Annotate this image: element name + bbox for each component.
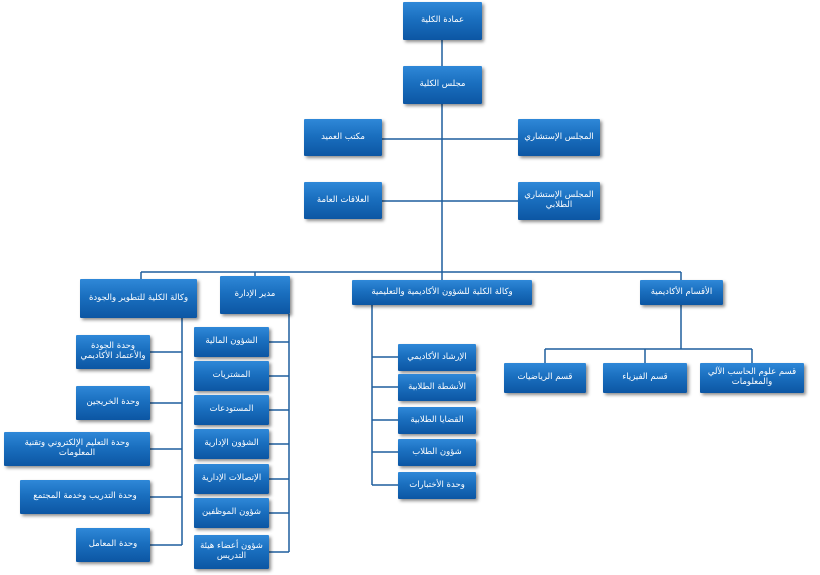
warehouses-unit-box[interactable]: المستودعات bbox=[194, 395, 269, 425]
training-unit-box[interactable]: وحدة التدريب وخدمة المجتمع bbox=[20, 480, 150, 514]
admin-communications-unit-label: الإتصالات الإدارية bbox=[201, 473, 262, 484]
mathematics-dept-box[interactable]: قسم الرياضيات bbox=[504, 363, 586, 393]
labs-unit-label: وحدة المعامل bbox=[88, 539, 138, 550]
student-affairs-unit-box[interactable]: شؤون الطلاب bbox=[398, 439, 476, 466]
mathematics-dept-label: قسم الرياضيات bbox=[517, 372, 573, 383]
computer-science-dept-label: قسم علوم الحاسب الآلي والمعلومات bbox=[707, 367, 797, 387]
graduates-unit-box[interactable]: وحدة الخريجين bbox=[76, 386, 150, 420]
student-affairs-unit-label: شؤون الطلاب bbox=[412, 446, 462, 457]
computer-science-dept-box[interactable]: قسم علوم الحاسب الآلي والمعلومات bbox=[700, 363, 804, 393]
administration-title: مدير الإدارة bbox=[234, 289, 276, 300]
student-issues-unit-label: القضايا الطلابية bbox=[410, 414, 464, 425]
development-quality-title: وكالة الكلية للتطوير والجودة bbox=[88, 292, 189, 303]
quality-unit-box[interactable]: وحدة الجودة والأعتماد الأكاديمي bbox=[76, 335, 150, 369]
academic-departments-title: الأقسام الأكاديمية bbox=[650, 286, 713, 297]
faculty-affairs-unit-box[interactable]: شؤون أعضاء هيئة التدريس bbox=[194, 535, 269, 569]
student-advisory-council-box[interactable]: المجلس الإستشاري الطلابي bbox=[518, 182, 600, 220]
academic-affairs-title: وكالة الكلية للشؤون الأكاديمية والتعليمي… bbox=[371, 286, 513, 297]
employee-affairs-unit-box[interactable]: شؤون الموظفين bbox=[194, 498, 269, 528]
dean-office-desk-box[interactable]: مكتب العميد bbox=[304, 119, 382, 156]
training-unit-label: وحدة التدريب وخدمة المجتمع bbox=[33, 491, 137, 502]
student-activities-unit-box[interactable]: الأنشطة الطلابية bbox=[398, 374, 476, 401]
student-advisory-council-label: المجلس الإستشاري الطلابي bbox=[524, 190, 594, 210]
quality-unit-label: وحدة الجودة والأعتماد الأكاديمي bbox=[80, 341, 146, 361]
college-council-box[interactable]: مجلس الكلية bbox=[403, 66, 482, 104]
physics-dept-box[interactable]: قسم الفيزياء bbox=[603, 363, 687, 393]
advisory-council-box[interactable]: المجلس الإستشاري bbox=[518, 119, 600, 156]
academic-advising-unit-label: الإرشاد الأكاديمي bbox=[407, 351, 467, 362]
warehouses-unit-label: المستودعات bbox=[209, 404, 254, 415]
finance-unit-box[interactable]: الشؤون المالية bbox=[194, 327, 269, 357]
academic-advising-unit-box[interactable]: الإرشاد الأكاديمي bbox=[398, 344, 476, 371]
procurement-unit-box[interactable]: المشتريات bbox=[194, 361, 269, 391]
administration-head[interactable]: مدير الإدارة bbox=[220, 276, 290, 314]
admin-affairs-unit-label: الشؤون الإدارية bbox=[204, 438, 259, 449]
advisory-council-label: المجلس الإستشاري bbox=[524, 131, 594, 142]
physics-dept-label: قسم الفيزياء bbox=[622, 372, 668, 383]
exams-unit-label: وحدة الأختبارات bbox=[409, 479, 465, 490]
graduates-unit-label: وحدة الخريجين bbox=[86, 397, 140, 408]
public-relations-label: العلاقات العامة bbox=[316, 194, 370, 205]
admin-affairs-unit-box[interactable]: الشؤون الإدارية bbox=[194, 429, 269, 459]
dean-office-box[interactable]: عمادة الكلية bbox=[403, 2, 482, 40]
finance-unit-label: الشؤون المالية bbox=[205, 336, 258, 347]
exams-unit-box[interactable]: وحدة الأختبارات bbox=[398, 472, 476, 499]
admin-communications-unit-box[interactable]: الإتصالات الإدارية bbox=[194, 464, 269, 494]
elearning-unit-label: وحدة التعليم الإلكتروني وتقنية المعلومات bbox=[24, 438, 130, 458]
dean-office-desk-label: مكتب العميد bbox=[321, 131, 365, 142]
student-activities-unit-label: الأنشطة الطلابية bbox=[408, 381, 466, 392]
academic-departments-head[interactable]: الأقسام الأكاديمية bbox=[640, 280, 723, 305]
academic-affairs-head[interactable]: وكالة الكلية للشؤون الأكاديمية والتعليمي… bbox=[352, 280, 532, 305]
student-issues-unit-box[interactable]: القضايا الطلابية bbox=[398, 407, 476, 434]
public-relations-box[interactable]: العلاقات العامة bbox=[304, 182, 382, 219]
procurement-unit-label: المشتريات bbox=[212, 370, 251, 381]
faculty-affairs-unit-label: شؤون أعضاء هيئة التدريس bbox=[200, 541, 263, 561]
college-council-label: مجلس الكلية bbox=[419, 79, 466, 90]
labs-unit-box[interactable]: وحدة المعامل bbox=[76, 528, 150, 562]
development-quality-head[interactable]: وكالة الكلية للتطوير والجودة bbox=[80, 279, 197, 318]
employee-affairs-unit-label: شؤون الموظفين bbox=[202, 507, 261, 518]
dean-office-label: عمادة الكلية bbox=[420, 15, 465, 26]
elearning-unit-box[interactable]: وحدة التعليم الإلكتروني وتقنية المعلومات bbox=[4, 432, 150, 466]
